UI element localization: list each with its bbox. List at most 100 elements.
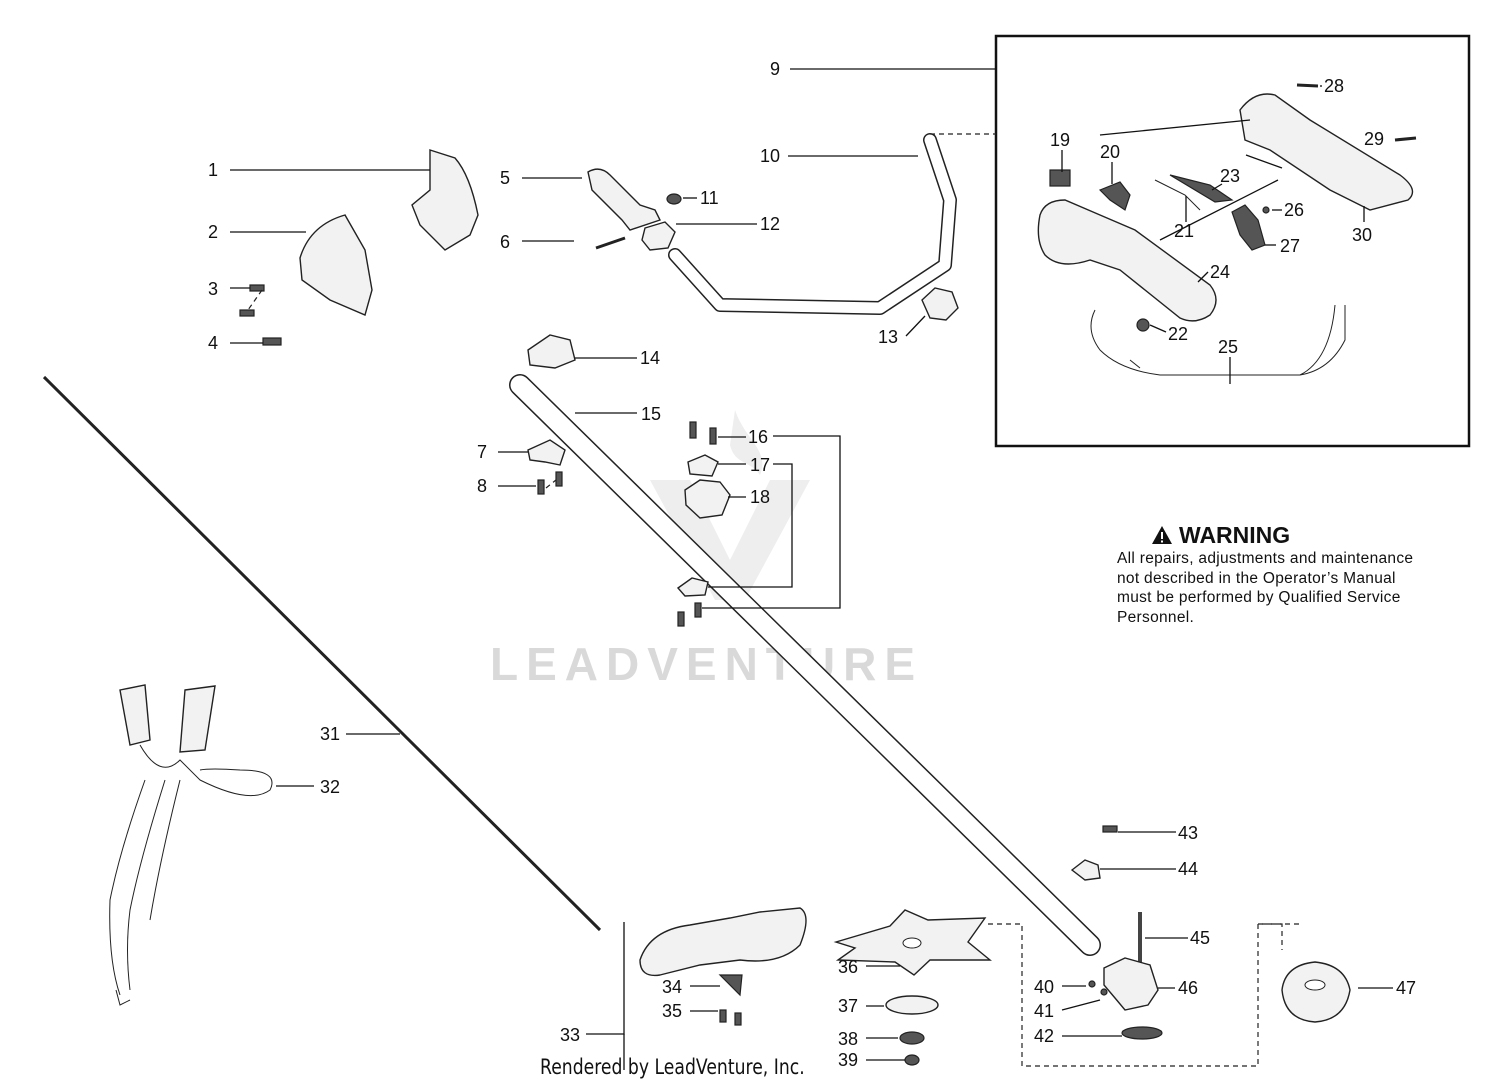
callout-6: 6 [500, 232, 510, 252]
part-35-shape [719, 1009, 742, 1026]
part-5-shape [587, 168, 661, 231]
part-40-shape [1088, 980, 1096, 988]
callout-27: 27 [1280, 236, 1300, 256]
part-17-shape [687, 454, 719, 477]
dashed-groupings [930, 133, 1300, 1067]
part-11-shape [666, 193, 682, 205]
callout-19: 19 [1050, 130, 1070, 150]
warning-notice: WARNING All repairs, adjustments and mai… [1117, 522, 1417, 627]
callout-21: 21 [1174, 221, 1194, 241]
part-28-shape [1296, 83, 1319, 88]
part-19-shape [1049, 169, 1071, 187]
callout-35: 35 [662, 1001, 682, 1021]
part-3-shape [239, 284, 265, 317]
callout-16: 16 [748, 427, 768, 447]
handle-inset-box [994, 34, 1471, 448]
part-16-shape [689, 421, 717, 445]
callout-10: 10 [760, 146, 780, 166]
part-27-shape [1231, 204, 1266, 251]
callout-23: 23 [1220, 166, 1240, 186]
callout-18: 18 [750, 487, 770, 507]
callout-34: 34 [662, 977, 682, 997]
callout-32: 32 [320, 777, 340, 797]
part-15-shape [509, 374, 1101, 956]
warning-triangle-icon [1152, 526, 1172, 544]
part-24-shape [1037, 199, 1217, 322]
part-23-shape [1169, 174, 1234, 203]
part-clamp-lower-shape [676, 577, 709, 597]
callout-8: 8 [477, 476, 487, 496]
callout-33: 33 [560, 1025, 580, 1045]
part-30-shape [1239, 93, 1414, 211]
part-screws-lower-shape [677, 602, 702, 627]
callout-12: 12 [760, 214, 780, 234]
callout-14: 14 [640, 348, 660, 368]
part-34-shape [718, 974, 743, 997]
part-37-shape [885, 995, 939, 1015]
part-14-shape [527, 334, 576, 369]
part-33-shape [639, 907, 807, 977]
callout-7: 7 [477, 442, 487, 462]
callout-2: 2 [208, 222, 218, 242]
part-44-shape [1070, 859, 1101, 881]
part-41-shape [1100, 988, 1108, 996]
footer-credit: Rendered by LeadVenture, Inc. [540, 1055, 805, 1079]
watermark-text: LEADVENTURE [490, 638, 923, 690]
part-12-shape [641, 221, 676, 251]
callout-29: 29 [1364, 129, 1384, 149]
part-7-shape [527, 439, 566, 466]
warning-title: WARNING [1151, 522, 1417, 548]
callout-39: 39 [838, 1050, 858, 1070]
part-6-shape [595, 236, 626, 250]
callout-13: 13 [878, 327, 898, 347]
part-1-shape [411, 149, 479, 251]
part-8-shape [537, 471, 563, 495]
callout-5: 5 [500, 168, 510, 188]
warning-title-text: WARNING [1179, 522, 1291, 548]
part-38-shape [899, 1031, 925, 1045]
part-31-shape [42, 375, 602, 932]
part-32-shape [109, 684, 273, 1006]
callout-45: 45 [1190, 928, 1210, 948]
part-43-shape [1102, 825, 1118, 833]
callout-3: 3 [208, 279, 218, 299]
callout-numbers: 1 2 3 4 5 6 7 8 9 10 11 12 13 14 15 16 1… [208, 59, 1416, 1070]
part-26-shape [1262, 206, 1270, 214]
callout-4: 4 [208, 333, 218, 353]
leader-lines [230, 68, 1393, 1070]
part-46-shape [1103, 957, 1159, 1011]
callout-44: 44 [1178, 859, 1198, 879]
callout-15: 15 [641, 404, 661, 424]
callout-40: 40 [1034, 977, 1054, 997]
callout-47: 47 [1396, 978, 1416, 998]
part-20-shape [1098, 181, 1131, 211]
callout-31: 31 [320, 724, 340, 744]
watermark: LEADVENTURE [490, 410, 923, 690]
callout-36: 36 [838, 957, 858, 977]
callout-42: 42 [1034, 1026, 1054, 1046]
callout-37: 37 [838, 996, 858, 1016]
callout-43: 43 [1178, 823, 1198, 843]
part-25-shape [1090, 304, 1346, 376]
callout-11: 11 [700, 188, 719, 208]
part-47-shape [1281, 961, 1351, 1023]
part-29-shape [1394, 136, 1417, 142]
callout-41: 41 [1034, 1001, 1054, 1021]
callout-24: 24 [1210, 262, 1230, 282]
warning-body: All repairs, adjustments and maintenance… [1117, 550, 1414, 626]
callout-25: 25 [1218, 337, 1238, 357]
part-13-shape [921, 287, 959, 321]
part-18-shape [684, 479, 731, 519]
callout-9: 9 [770, 59, 780, 79]
callout-38: 38 [838, 1029, 858, 1049]
part-22-shape [1136, 318, 1150, 332]
callout-30: 30 [1352, 225, 1372, 245]
callout-26: 26 [1284, 200, 1304, 220]
part-2-shape [299, 214, 373, 316]
part-42-shape [1121, 1026, 1163, 1040]
callout-46: 46 [1178, 978, 1198, 998]
callout-28: 28 [1324, 76, 1344, 96]
part-21-shape [1154, 179, 1201, 211]
part-4-shape [262, 337, 282, 346]
